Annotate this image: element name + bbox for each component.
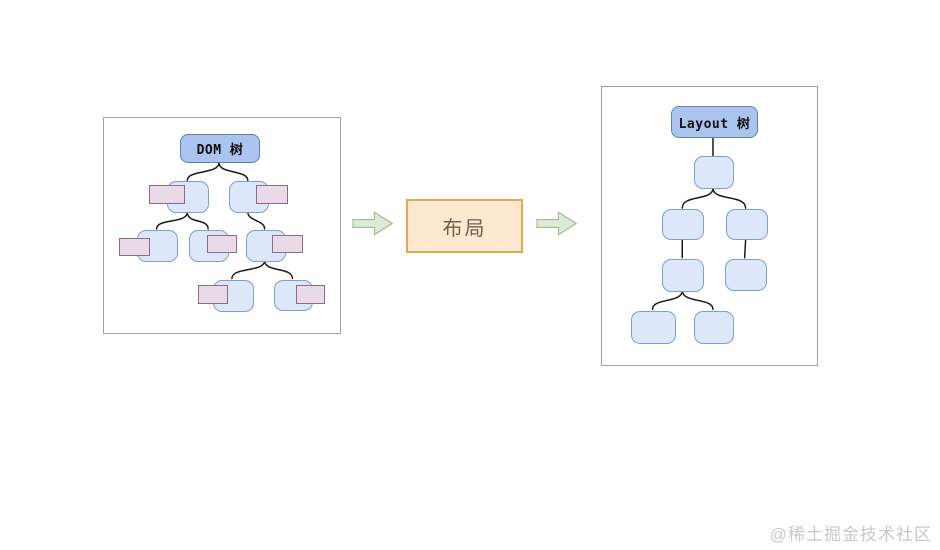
dom-tree-root: DOM 树 — [180, 134, 260, 163]
layout-node — [662, 259, 704, 292]
layout-process-box: 布局 — [406, 199, 523, 253]
dom-node-tag — [149, 185, 185, 204]
arrow-right-icon — [536, 211, 577, 236]
layout-node — [694, 311, 734, 344]
dom-node-tag — [119, 238, 150, 256]
dom-node-tag — [198, 285, 228, 304]
layout-node — [631, 311, 676, 344]
dom-node-tag — [296, 285, 325, 304]
dom-tree-panel: DOM 树 — [103, 117, 341, 334]
layout-tree-root: Layout 树 — [671, 106, 758, 138]
arrow-right-icon — [352, 211, 393, 236]
dom-node-tag — [207, 235, 237, 253]
dom-node-tag — [272, 235, 303, 253]
dom-tree-connectors — [155, 161, 294, 280]
layout-node — [726, 209, 768, 240]
watermark: @稀土掘金技术社区 — [769, 525, 932, 544]
layout-tree-panel: Layout 树 — [601, 86, 818, 366]
layout-process-label: 布局 — [442, 217, 487, 240]
layout-node — [662, 209, 704, 240]
layout-node — [725, 259, 767, 291]
layout-node — [694, 156, 734, 189]
dom-node-tag — [256, 185, 288, 204]
layout-tree-connectors — [651, 136, 747, 311]
